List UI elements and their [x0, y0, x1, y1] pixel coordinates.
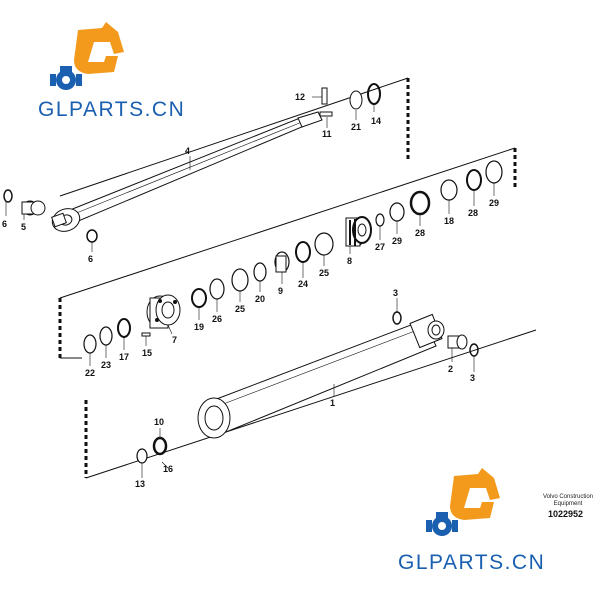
callout-29-mid: 29	[392, 236, 402, 246]
frame-bottom	[84, 329, 537, 479]
bushing-2	[447, 334, 468, 350]
company-line-2: Equipment	[553, 501, 583, 507]
logo-bottom	[426, 468, 500, 536]
callout-16: 16	[163, 464, 173, 474]
callout-labels: 12 11 21 14 4 6 5 6 29 28 18 28 29 27 8 …	[2, 92, 499, 489]
callout-19: 19	[194, 322, 204, 332]
callout-25-right: 25	[319, 268, 329, 278]
company-line-1: Volvo Construction	[542, 494, 594, 500]
drawing-number: 1022952	[548, 509, 584, 519]
callout-24: 24	[298, 279, 308, 289]
callout-22: 22	[85, 368, 95, 378]
callout-27: 27	[375, 242, 385, 252]
ring-6-left	[3, 189, 13, 203]
ring-3-top	[392, 311, 402, 325]
callout-17: 17	[119, 352, 129, 362]
callout-3-right: 3	[470, 373, 475, 383]
callout-11: 11	[322, 129, 332, 139]
callout-28-mid: 28	[415, 228, 425, 238]
gland-7	[146, 294, 181, 329]
seal-rings-right	[375, 160, 503, 227]
callout-14: 14	[371, 116, 381, 126]
callout-4: 4	[185, 146, 190, 156]
callout-5: 5	[21, 222, 26, 232]
callout-9: 9	[278, 286, 283, 296]
callout-28-right: 28	[468, 208, 478, 218]
callout-6-lower: 6	[88, 254, 93, 264]
callout-2: 2	[448, 364, 453, 374]
callout-23: 23	[101, 360, 111, 370]
pin-parts-top	[319, 83, 381, 117]
logo-top	[50, 22, 124, 90]
piston-rod-4	[51, 111, 323, 232]
frame-middle	[58, 147, 517, 359]
callout-8: 8	[347, 256, 352, 266]
watermark-brand-bottom: GLPARTS.CN	[398, 551, 546, 574]
leader-lines	[5, 96, 495, 478]
callout-6-left: 6	[2, 219, 7, 229]
bushing-5	[21, 200, 46, 216]
callout-29-right: 29	[489, 198, 499, 208]
callout-18: 18	[444, 216, 454, 226]
callout-26: 26	[212, 314, 222, 324]
callout-13: 13	[135, 479, 145, 489]
cylinder-tube-1	[197, 313, 445, 439]
callout-10: 10	[154, 417, 164, 427]
piston-8	[345, 216, 372, 247]
watermark-brand-top: GLPARTS.CN	[38, 98, 186, 121]
ring-6-lower	[86, 229, 98, 243]
callout-20: 20	[255, 294, 265, 304]
callout-3-top: 3	[393, 288, 398, 298]
callout-25-left: 25	[235, 304, 245, 314]
callout-12: 12	[295, 92, 305, 102]
company-caption: Volvo Construction Equipment	[536, 494, 600, 508]
callout-21: 21	[351, 122, 361, 132]
check-valve-parts	[136, 436, 168, 464]
callout-1: 1	[330, 398, 335, 408]
seal-rings-left	[83, 318, 151, 354]
callout-7: 7	[172, 335, 177, 345]
callout-15: 15	[142, 348, 152, 358]
